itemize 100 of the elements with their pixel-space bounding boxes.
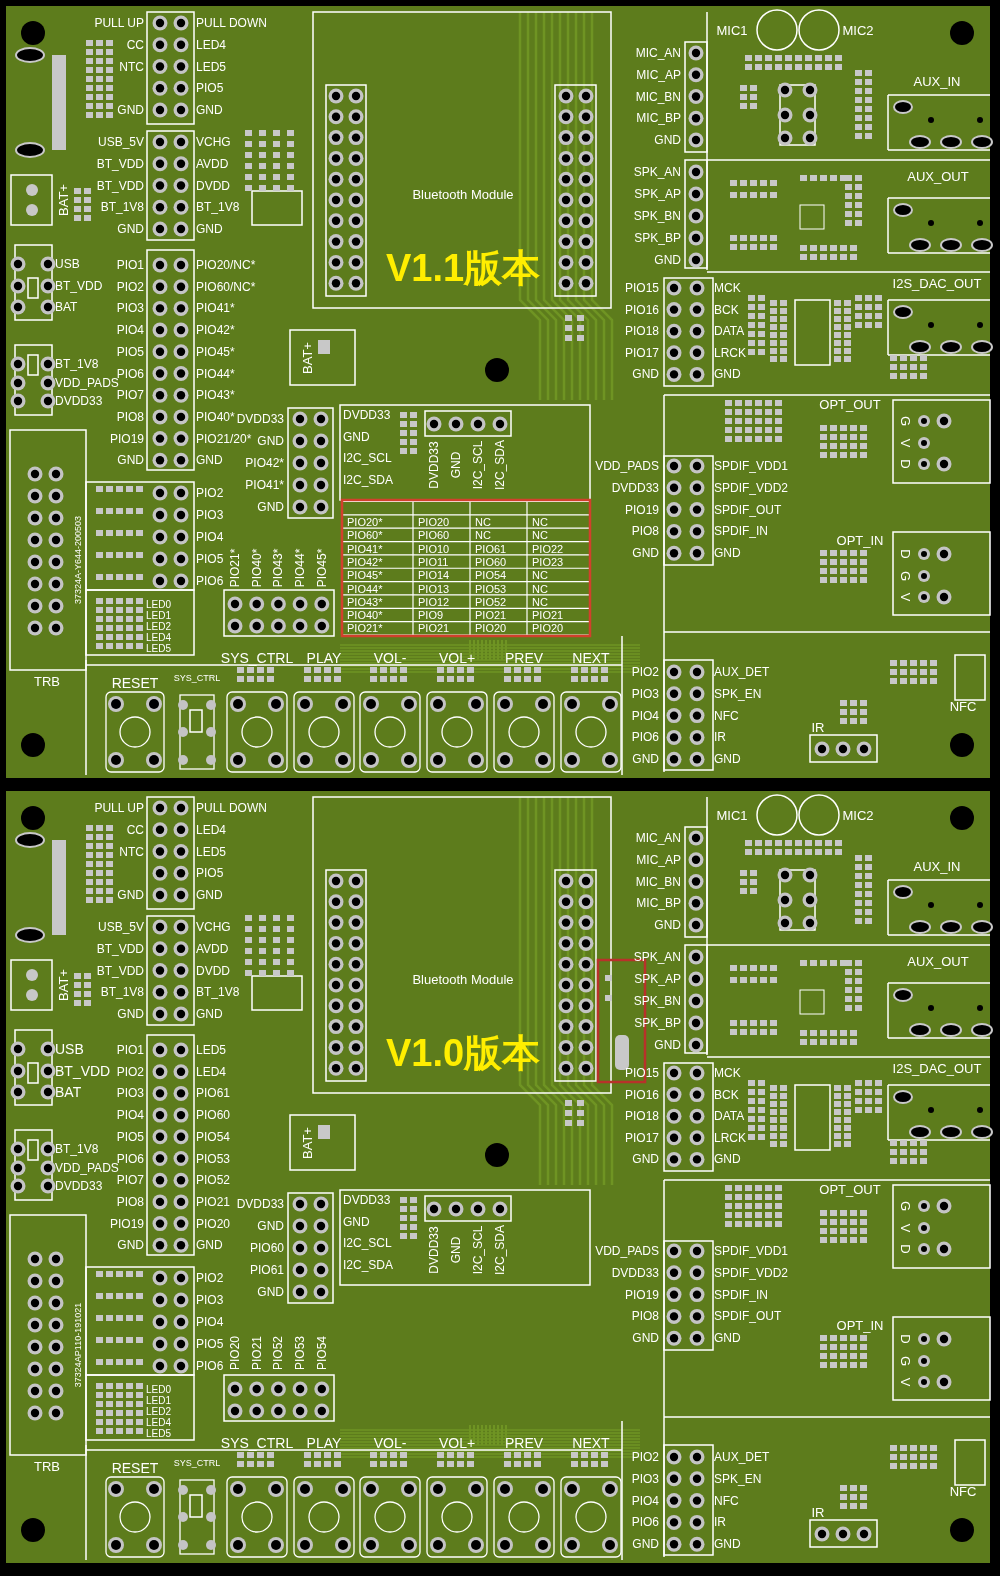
pin-label: GND <box>196 223 223 235</box>
silkscreen-label: AUX_IN <box>913 859 961 873</box>
table-entry: PIO20 <box>475 622 507 634</box>
pin-label: I2C_SDA <box>343 1259 394 1272</box>
pin-label: LED4 <box>146 633 171 643</box>
pin-label: LRCK <box>714 346 746 359</box>
silkscreen-label: NFC <box>949 699 977 713</box>
pin-label: D <box>898 1244 912 1254</box>
silkscreen-label: MIC2 <box>842 23 874 37</box>
silkscreen-label: BAT+ <box>300 342 314 374</box>
button-label: VOL- <box>373 651 407 665</box>
pin-label: PIO5 <box>196 82 224 95</box>
pin-label: AVDD <box>196 942 229 955</box>
pin-label: PIO2 <box>196 487 224 499</box>
pin-label: GND <box>450 1236 462 1264</box>
table-entry: PIO52 <box>475 596 507 608</box>
silkscreen-label: NFC <box>949 1484 977 1498</box>
table-entry: PIO20 <box>532 622 564 634</box>
pin-label: PIO19 <box>624 1288 659 1301</box>
pin-label: LED5 <box>196 60 227 73</box>
pin-label: D <box>898 459 912 469</box>
pin-label: MIC_AN <box>635 832 681 844</box>
button-label: PLAY <box>306 1436 342 1450</box>
silkscreen-label: TRB <box>34 1459 60 1473</box>
silkscreen-label: OPT_IN <box>836 1318 884 1332</box>
pin-label: LED1 <box>146 611 171 621</box>
pin-label: PIO5 <box>196 867 224 880</box>
button-label: PREV <box>504 651 544 665</box>
pin-label: IR <box>714 731 726 744</box>
pin-label: SPDIF_VDD2 <box>714 481 789 494</box>
table-entry: PIO23 <box>532 556 564 568</box>
pin-label: PIO53 <box>294 1336 307 1370</box>
switch-label: SYS_CTRL <box>173 1458 221 1468</box>
pin-label: SPDIF_OUT <box>714 1310 782 1323</box>
silkscreen-label: AUX_IN <box>913 74 961 88</box>
table-entry: PIO45* <box>347 569 383 581</box>
pin-label: GND <box>632 368 659 381</box>
table-entry: PIO43* <box>347 596 383 608</box>
pin-label: SPK_AP <box>634 973 681 985</box>
pin-label: GND <box>632 1538 659 1551</box>
pin-label: PIO20/NC* <box>196 259 256 271</box>
pin-label: GND <box>196 1008 223 1020</box>
pin-label: PIO5 <box>116 1130 144 1143</box>
pin-label: PIO8 <box>631 1310 659 1323</box>
pin-label: DVDD <box>196 964 230 977</box>
pin-label: LED5 <box>146 1429 171 1439</box>
pin-label: MIC_BN <box>635 875 681 888</box>
pin-label: PULL UP <box>94 802 144 814</box>
button-label: SYS_CTRL <box>220 651 294 665</box>
pin-label: MCK <box>714 1067 741 1079</box>
pin-label: PIO15 <box>624 1067 659 1079</box>
table-entry: PIO41* <box>347 543 383 555</box>
pin-label: PIO21 <box>196 1195 231 1208</box>
pin-label: PULL DOWN <box>196 17 267 29</box>
pin-label: MIC_BP <box>636 897 681 910</box>
pin-label: BCK <box>714 303 739 316</box>
pin-label: GND <box>117 454 144 467</box>
silkscreen-label: OPT_OUT <box>819 1182 881 1196</box>
pin-label: GND <box>196 454 223 467</box>
pin-label: LED2 <box>146 1407 171 1417</box>
pin-label: LED1 <box>146 1396 171 1406</box>
pin-label: SPK_AN <box>633 951 681 963</box>
button-label: NEXT <box>572 651 610 665</box>
pin-label: GND <box>117 889 144 901</box>
pin-label: GND <box>654 1039 681 1051</box>
pin-label: PIO20 <box>196 1217 231 1230</box>
silkscreen-label: OPT_OUT <box>819 397 881 411</box>
pin-label: BT_VDD <box>96 942 144 955</box>
pin-label: PIO7 <box>116 389 144 402</box>
pin-label: SPK_AN <box>633 166 681 178</box>
pin-label: GND <box>654 919 681 931</box>
silkscreen-label: MIC1 <box>716 808 748 822</box>
pin-label: BT_1V8 <box>55 1143 99 1155</box>
pin-label: PIO60/NC* <box>196 280 256 293</box>
pin-label: SPDIF_IN <box>714 1288 768 1301</box>
button-label: RESET <box>111 676 159 690</box>
pin-label: PIO18 <box>624 1110 659 1123</box>
pin-label: PIO6 <box>196 1360 224 1372</box>
pin-label: PIO3 <box>116 1087 144 1100</box>
module-label: Bluetooth Module <box>412 972 514 986</box>
pin-label: PIO6 <box>631 1516 659 1529</box>
table-entry: PIO21 <box>475 609 507 621</box>
pin-label: D <box>898 1334 912 1344</box>
pin-label: GND <box>117 1008 144 1020</box>
table-entry: NC <box>532 529 548 541</box>
pin-label: PIO21/20* <box>196 432 252 445</box>
pin-label: PULL UP <box>94 17 144 29</box>
pin-label: GND <box>714 1332 741 1345</box>
pin-label: SPK_BN <box>633 995 681 1007</box>
pin-label: GND <box>450 451 462 479</box>
pin-label: PIO3 <box>196 1294 224 1306</box>
table-entry: NC <box>475 516 491 528</box>
pin-label: PIO20 <box>229 1336 241 1370</box>
pin-label: PIO43* <box>272 548 285 588</box>
pin-label: PIO17 <box>624 1131 659 1144</box>
pin-label: PIO42* <box>245 457 284 469</box>
pin-label: LED4 <box>146 1418 171 1428</box>
pin-label: PIO5 <box>196 1338 224 1350</box>
pin-label: GND <box>257 501 284 513</box>
table-entry: PIO60 <box>475 556 507 568</box>
